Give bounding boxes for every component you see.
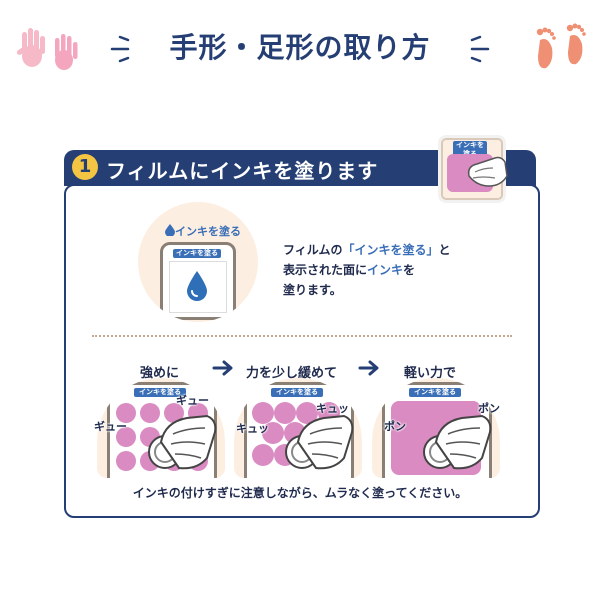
ink-drop-icon (165, 224, 175, 237)
ink-film-illustration: インキを塗る (138, 202, 258, 322)
sound-effect: ポン (384, 420, 406, 433)
divider (92, 335, 512, 337)
film-label: インキを塗る (409, 388, 461, 397)
foot-print-icon (532, 18, 592, 74)
sound-effect: ポン (478, 402, 500, 415)
sound-effect: ギュー (94, 420, 127, 433)
sound-effect: キュッ (316, 402, 349, 415)
hand-icon (423, 414, 492, 470)
arrow-icon (212, 360, 233, 376)
film-label: インキを塗る (271, 388, 323, 397)
ink-apply-text: インキを塗る (175, 225, 241, 238)
page-title: 手形・足形の取り方 (169, 31, 431, 64)
sparkle-icon (106, 34, 134, 64)
stage-label: 軽い力で (404, 366, 457, 381)
hand-icon (467, 156, 508, 187)
stage-illustration: インキを塗る (372, 378, 500, 478)
step-description: フィルムの「インキを塗る」と 表示された面にインキを 塗ります。 (283, 243, 451, 297)
stage-label: 強めに (140, 366, 180, 381)
arrow-icon (358, 360, 379, 376)
hand-print-icon (14, 24, 84, 74)
stage-label: 力を少し緩めて (246, 366, 338, 381)
sound-effect: ギュー (176, 394, 209, 407)
ink-apply-label: インキを塗る (165, 223, 241, 239)
step-thumbnail: インキを塗る (438, 135, 508, 203)
sound-effect: キュッ (236, 422, 269, 435)
stage-illustration: インキを塗る (97, 378, 225, 478)
hand-icon (285, 414, 354, 470)
film-card: インキを塗る (160, 242, 236, 320)
step-number-badge: 1 (72, 154, 98, 180)
caution-note: インキの付けすぎに注意しながら、ムラなく塗ってください。 (132, 486, 468, 500)
film-label: インキを塗る (173, 249, 221, 258)
hand-icon (148, 414, 217, 470)
stage-illustration: インキを塗る (234, 378, 362, 478)
film-label: インキを塗る (134, 388, 186, 397)
step-title: フィルムにインキを塗ります (106, 159, 379, 183)
sparkle-icon (466, 34, 494, 64)
ink-drop-icon (187, 271, 207, 301)
